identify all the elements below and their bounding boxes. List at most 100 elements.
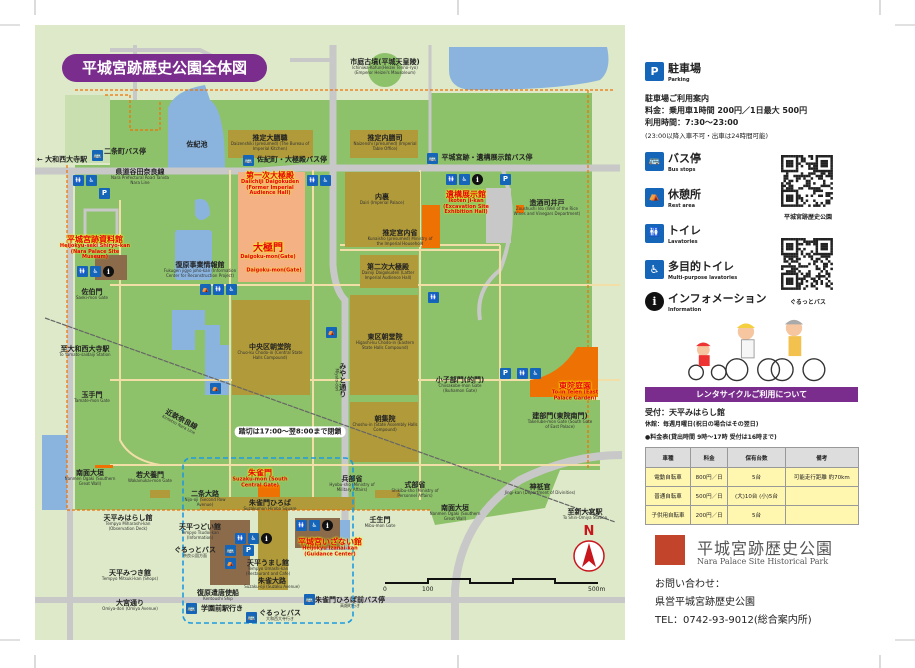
toilet-icon[interactable]: 🚻 — [428, 292, 439, 303]
bus-icon[interactable]: 🚌 — [225, 545, 236, 556]
map-label-jp: 第二次大極殿 — [367, 263, 409, 272]
visitor-zone-outline — [182, 457, 354, 624]
toilet-icon[interactable]: 🚻 — [307, 175, 318, 186]
map-label-en: 高畑町行き — [340, 603, 360, 609]
map-label-en: Wakainukai-mon Gate — [127, 478, 173, 484]
north-label: N — [583, 524, 595, 540]
map-label-jp: 造酒司井戸 — [529, 199, 565, 208]
contact-heading: お問い合わせ： — [655, 579, 725, 590]
table-header: 料金 — [689, 447, 729, 468]
info-icon: i — [645, 292, 664, 311]
map-label: 平城宮跡・遺構展示館バス停 — [442, 153, 533, 161]
map-label-en: Saeki-mon Gate — [75, 295, 109, 301]
toilet-icon[interactable]: 🚻 — [73, 175, 84, 186]
map-label-jp: 佐紀町・大極殿バス停 — [257, 155, 327, 164]
wheelchair-icon[interactable]: ♿ — [309, 520, 320, 531]
toilet-icon[interactable]: 🚻 — [235, 533, 246, 544]
map-label: 佐紀池 — [186, 140, 208, 149]
bus-icon[interactable]: 🚌 — [427, 153, 438, 164]
brand-name-jp: 平城宮跡歴史公園 — [697, 539, 834, 558]
table-cell: 800円／日 — [689, 467, 729, 487]
toilet-icon[interactable]: 🚻 — [213, 284, 224, 295]
map-label-jp: 東区朝堂院 — [367, 333, 403, 342]
map-label-en: Takerube-mon Gate (South Gate of East Pa… — [527, 419, 593, 429]
wheelchair-icon[interactable]: ♿ — [459, 174, 470, 185]
map-label-jp: 内裏 — [375, 193, 389, 202]
bus-icon[interactable]: 🚌 — [186, 603, 197, 614]
parking-note: (23:00以降入車不可・出車は24時間可能) — [645, 132, 769, 140]
contact-tel[interactable]: TEL：0742-93-9012(総合案内所) — [655, 615, 812, 626]
wheelchair-icon[interactable]: ♿ — [320, 175, 331, 186]
map-label-jp: 天平みはらし館 — [103, 514, 153, 523]
pond-saki — [168, 85, 225, 168]
wheelchair-icon[interactable]: ♿ — [248, 533, 259, 544]
info-icon[interactable]: i — [103, 266, 114, 277]
parking-icon[interactable]: P — [500, 174, 511, 185]
qr-caption-park: 平城宮跡歴史公園 — [783, 214, 832, 221]
info-icon[interactable]: i — [472, 174, 483, 185]
parking-icon[interactable]: P — [500, 368, 511, 379]
map-label-en: Tempyo Tsudoi-kan (Information) — [181, 530, 219, 540]
bus-icon[interactable]: 🚌 — [304, 594, 315, 605]
info-icon[interactable]: i — [322, 520, 333, 531]
map-label-en: Nijo-oji (Second Row Avenue) — [184, 497, 226, 507]
bus-icon[interactable]: 🚌 — [92, 150, 103, 161]
rest-icon[interactable]: ⛺ — [200, 284, 211, 295]
wheelchair-icon[interactable]: ♿ — [90, 266, 101, 277]
scale-tick-0: 0 — [383, 586, 387, 593]
map-label-jp: 佐紀池 — [186, 140, 208, 149]
map-label-jp: 朱雀大路 — [257, 577, 286, 586]
map-label-jp: 推定内膳司 — [367, 134, 403, 143]
wheelchair-icon[interactable]: ♿ — [530, 368, 541, 379]
parking-icon[interactable]: P — [243, 545, 254, 556]
toilet-icon[interactable]: 🚻 — [77, 266, 88, 277]
legend-sublabel: Lavatories — [668, 239, 698, 245]
wheelchair-icon[interactable]: ♿ — [86, 175, 97, 186]
map-label-en: Dairi (Imperial Palace) — [359, 200, 405, 206]
toilet-icon[interactable]: 🚻 — [517, 368, 528, 379]
map-label-en: To Yamato-saidaiji Station — [59, 352, 111, 358]
rest-icon[interactable]: ⛺ — [326, 327, 337, 338]
table-cell — [784, 505, 860, 525]
toilet-icon[interactable]: 🚻 — [446, 174, 457, 185]
map-label-en: Daizenshiki (presumed) (The Bureau of Im… — [230, 141, 310, 151]
contact-org: 県営平城宮跡歴史公園 — [655, 597, 755, 608]
map-label-en: Zoushushi Ido (Well of the Rice Wines an… — [513, 206, 581, 216]
kintetsu-railway — [44, 317, 616, 523]
legend-sublabel: Multi-purpose lavatories — [668, 275, 738, 281]
rest-icon[interactable]: ⛺ — [225, 558, 236, 569]
map-label-en: Nara Prefectural Road Tanida Nara Line — [111, 175, 169, 185]
wheelchair-icon: ♿ — [645, 260, 664, 279]
map-label-jp: 建部門(東院南門) — [532, 412, 588, 421]
map-label-en: Shikibu-sho (Ministry of Personnel Affai… — [391, 488, 439, 498]
qr-code-bus[interactable] — [781, 238, 833, 290]
map-label-jp: 大宮通り — [115, 599, 144, 608]
qr-caption-bus: ぐるっとバス — [790, 299, 826, 306]
map-label-en: Chiisakobe-mon Gate (Ikuhamon Gate) — [438, 383, 482, 393]
info-icon[interactable]: i — [261, 533, 272, 544]
toilet-icon[interactable]: 🚻 — [296, 520, 307, 531]
map-label-en: Kentoushi Ship — [203, 596, 233, 602]
bus-icon[interactable]: 🚌 — [243, 155, 254, 166]
map-label-en: 奈良公園方面 — [183, 553, 207, 559]
parking-icon[interactable]: P — [99, 188, 110, 199]
map-label: 二条町バス停 — [104, 147, 146, 155]
rest-icon[interactable]: ⛺ — [210, 383, 221, 394]
map-label-en: 大和西大寺行き — [266, 616, 294, 622]
table-cell: (大)10台 (小)5台 — [727, 486, 786, 506]
wheelchair-icon[interactable]: ♿ — [226, 284, 237, 295]
qr-code-park[interactable] — [781, 155, 833, 207]
map-label-en: Kunaisho (presumed) Ministry of the Impe… — [367, 236, 433, 246]
bus-icon[interactable]: 🚌 — [246, 612, 257, 623]
legend-sublabel: Bus stops — [668, 167, 696, 173]
